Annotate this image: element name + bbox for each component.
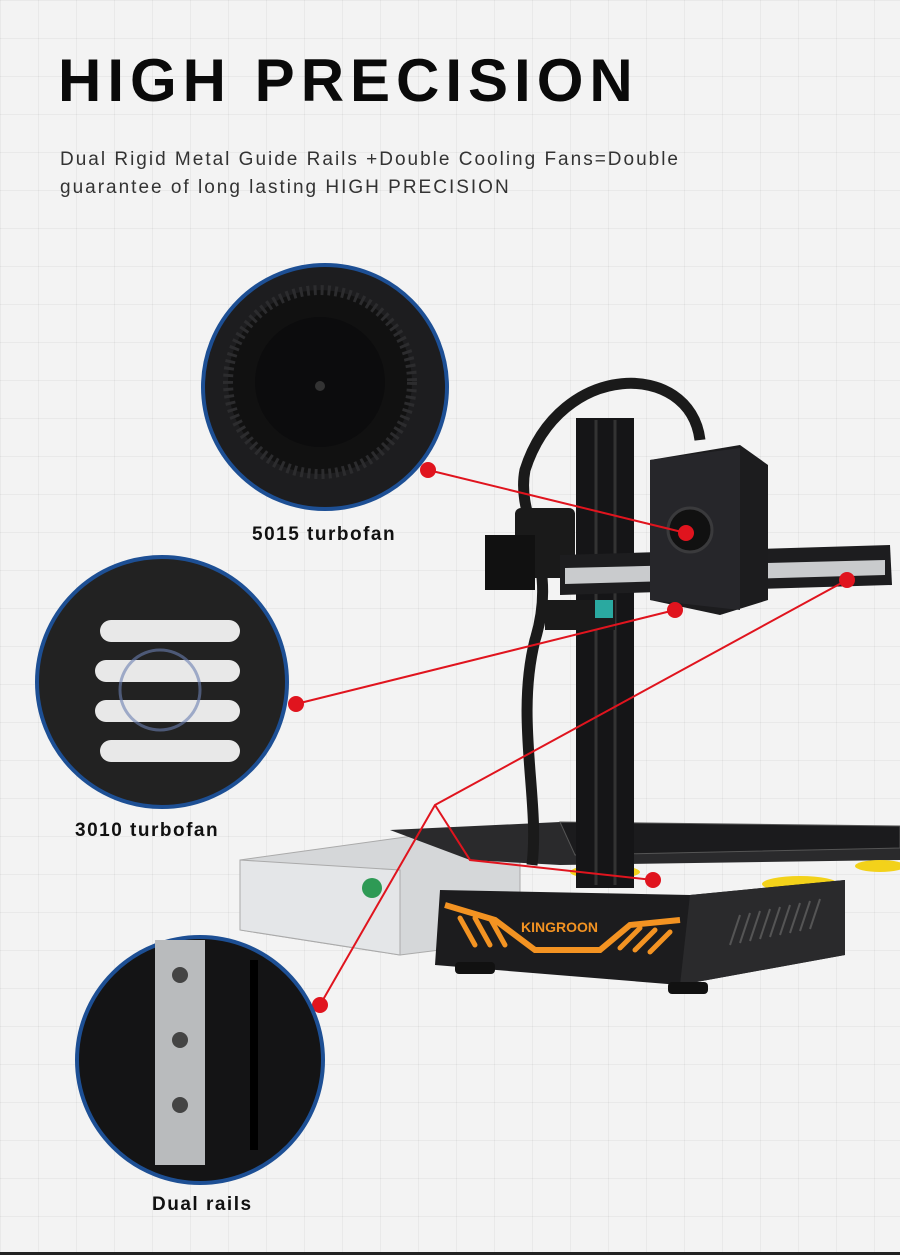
leader-lines: [295, 469, 848, 1006]
callout-label-5015-turbofan: 5015 turbofan: [252, 524, 397, 545]
callout-label-3010-turbofan: 3010 turbofan: [75, 820, 220, 841]
turbofan-5015-detail: [201, 263, 449, 511]
callout-dot: [288, 696, 304, 712]
callout-label-dual-rails: Dual rails: [152, 1194, 253, 1215]
bottom-divider: [0, 1252, 900, 1255]
extruder: [545, 445, 768, 630]
callout-dot: [420, 462, 436, 478]
page-title: HIGH PRECISION: [58, 47, 639, 114]
subtitle: Dual Rigid Metal Guide Rails +Double Coo…: [60, 146, 820, 202]
z-column: [576, 418, 634, 888]
callout-dot: [839, 572, 855, 588]
callout-dot: [667, 602, 683, 618]
callout-dot: [312, 997, 328, 1013]
brand-logo: KINGROON: [521, 919, 598, 935]
printer-base: KINGROON: [435, 880, 845, 994]
subtitle-line-2: guarantee of long lasting HIGH PRECISION: [60, 177, 511, 198]
turbofan-3010-detail: [35, 555, 289, 809]
dual-rails-detail: [75, 935, 325, 1185]
callout-dot: [678, 525, 694, 541]
subtitle-line-1: Dual Rigid Metal Guide Rails +Double Coo…: [60, 149, 680, 170]
callout-dots: [288, 462, 855, 1013]
callout-dot: [645, 872, 661, 888]
